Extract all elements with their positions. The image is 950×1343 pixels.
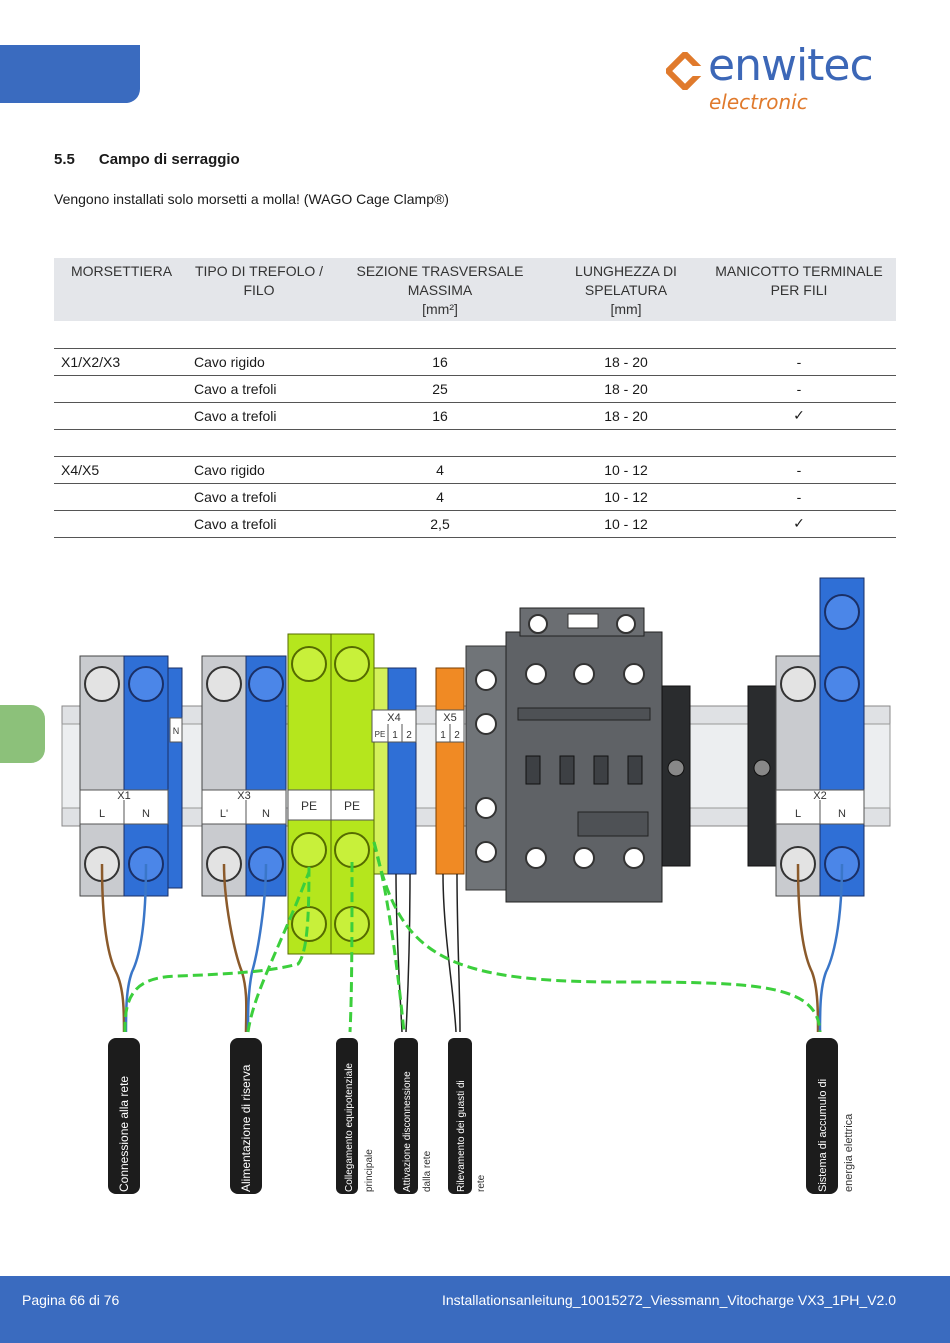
section-number: 5.5	[54, 151, 75, 168]
x2-l-label: L	[795, 808, 801, 820]
header-tab	[0, 45, 140, 103]
cable-label-rete: Connessione alla rete	[117, 1076, 131, 1192]
terminal-x4	[371, 667, 417, 875]
table-row: X4/X5 Cavo rigido 4 10 - 12 -	[54, 456, 896, 484]
page-footer: Pagina 66 di 76 Installationsanleitung_1…	[0, 1276, 950, 1343]
x4-2-label: 2	[406, 730, 412, 741]
section-title: Campo di serraggio	[98, 151, 240, 168]
table-spacer-row	[54, 429, 896, 457]
cable-label-discon: Attivazione disconnessione	[402, 1071, 413, 1192]
logo-subtitle: electronic	[709, 90, 808, 114]
terminal-x5	[435, 667, 465, 875]
x1-l-label: L	[99, 808, 105, 820]
wires	[100, 863, 844, 1033]
table-spacer-row	[54, 321, 896, 349]
clamp-spec-table: MORSETTIERA TIPO DI TREFOLO /FILO SEZION…	[54, 258, 896, 538]
cable-label-guasti: Rilevamento dei guasti di	[456, 1080, 467, 1192]
cable-label-discon-2: dalla rete	[422, 1150, 433, 1192]
x5-label: X5	[443, 712, 456, 724]
enwitec-logo-icon	[666, 52, 704, 90]
header-tipo: TIPO DI TREFOLO /FILO	[188, 258, 330, 321]
x2-label: X2	[813, 790, 826, 802]
cable-label-guasti-2: rete	[476, 1174, 487, 1192]
cable-label-equip-2: principale	[364, 1149, 375, 1192]
terminal-x1	[79, 655, 183, 897]
table-row: Cavo a trefoli 25 18 - 20 -	[54, 375, 896, 403]
terminal-wiring-diagram: X1 L N N X3 L' N PE PE X4 PE 1	[61, 577, 891, 1194]
x5-2-label: 2	[454, 730, 460, 741]
chapter-side-tab	[0, 705, 45, 763]
x4-1-label: 1	[392, 730, 398, 741]
table-row: Cavo a trefoli 16 18 - 20 ✓	[54, 402, 896, 430]
x5-1-label: 1	[440, 730, 446, 741]
pe1-label: PE	[301, 799, 317, 813]
section-heading: 5.5 Campo di serraggio	[54, 151, 240, 168]
table-row: X1/X2/X3 Cavo rigido 16 18 - 20 -	[54, 348, 896, 376]
enwitec-logo: enwitec electronic	[664, 40, 904, 116]
logo-wordmark: enwitec	[708, 40, 874, 91]
header-morsettiera: MORSETTIERA	[54, 258, 188, 321]
cable-label-equip: Collegamento equipotenziale	[344, 1063, 355, 1192]
cable-label-accumulo: Sistema di accumulo di	[817, 1079, 829, 1192]
page-number: Pagina 66 di 76	[22, 1292, 120, 1308]
pe2-label: PE	[344, 799, 360, 813]
x4-label: X4	[387, 712, 400, 724]
check-icon: ✓	[702, 510, 896, 538]
x3-label: X3	[237, 790, 250, 802]
contactor	[465, 607, 663, 903]
table-row: Cavo a trefoli 4 10 - 12 -	[54, 483, 896, 511]
x2-n-label: N	[838, 808, 846, 820]
cable-label-accumulo-2: energia elettrica	[843, 1113, 855, 1192]
pe-wires	[123, 841, 822, 1033]
terminal-pe	[287, 633, 375, 955]
x1-label: X1	[117, 790, 130, 802]
cables	[108, 1038, 838, 1194]
document-name: Installationsanleitung_10015272_Viessman…	[441, 1292, 896, 1308]
x1-n-label: N	[142, 808, 150, 820]
terminal-x3	[201, 655, 287, 897]
table-row: Cavo a trefoli 2,5 10 - 12 ✓	[54, 510, 896, 538]
intro-text: Vengono installati solo morsetti a molla…	[54, 191, 449, 207]
table-header-row: MORSETTIERA TIPO DI TREFOLO /FILO SEZION…	[54, 258, 896, 321]
x3-l-label: L'	[220, 808, 228, 820]
cable-label-riserva: Alimentazione di riserva	[239, 1064, 253, 1192]
check-icon: ✓	[702, 402, 896, 430]
n-top-label: N	[173, 726, 180, 736]
x3-n-label: N	[262, 808, 270, 820]
x4-pe-label: PE	[375, 730, 386, 739]
terminal-x2	[775, 577, 865, 897]
